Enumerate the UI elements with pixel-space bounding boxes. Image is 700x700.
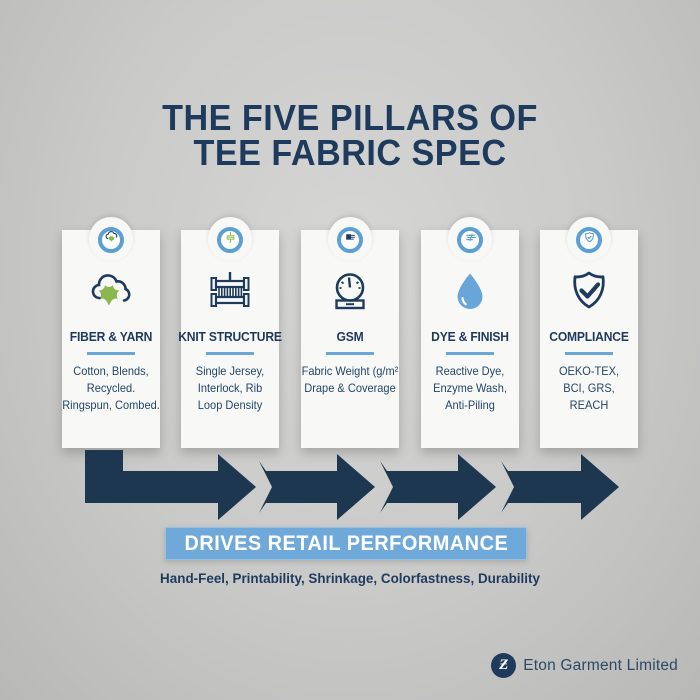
pillar-card-dye-finish: DYE & FINISH Reactive Dye, Enzyme Wash, …: [421, 217, 519, 448]
shield-check-mini-icon: [583, 231, 596, 249]
company-name: Eton Garment Limited: [523, 656, 678, 674]
card-title: COMPLIANCE: [549, 329, 629, 344]
benefits-subtitle: Hand-Feel, Printability, Shrinkage, Colo…: [160, 570, 540, 586]
card-description: OEKO-TEX, BCI, GRS, REACH: [558, 364, 620, 412]
title-underline: [206, 352, 254, 355]
title-underline: [446, 352, 494, 355]
badge-circle: [576, 227, 602, 253]
page-title-line2: TEE FABRIC SPEC: [193, 132, 507, 173]
pillar-card-fiber-yarn: FIBER & YARN Cotton, Blends, Recycled. R…: [62, 217, 160, 448]
badge-circle: [217, 227, 243, 253]
badge-circle: [337, 227, 363, 253]
card-description: Reactive Dye, Enzyme Wash, Anti-Piling: [433, 364, 507, 412]
weighing-scale-icon: [301, 268, 399, 316]
card-description: Cotton, Blends, Recycled. Ringspun, Comb…: [62, 364, 160, 412]
company-logo-icon: Ƶ: [491, 653, 517, 678]
card-title: FIBER & YARN: [69, 329, 153, 344]
card-title: DYE & FINISH: [431, 329, 509, 344]
page-title: THE FIVE PILLARS OF TEE FABRIC SPEC: [18, 97, 683, 173]
badge-circle: [98, 227, 124, 253]
cotton-boll-icon: [62, 268, 160, 316]
page-title-line1: THE FIVE PILLARS OF: [162, 97, 538, 138]
cotton-mini-icon: [105, 231, 118, 249]
card-title: GSM: [336, 329, 364, 344]
title-underline: [565, 352, 613, 355]
flow-arrows: [85, 450, 619, 520]
water-droplet-icon: [421, 268, 519, 316]
footer-brand: Ƶ Eton Garment Limited: [491, 653, 678, 678]
flow-arrow-1: [85, 450, 256, 520]
pillar-card-knit-structure: KNIT STRUCTURE Single Jersey, Interlock,…: [178, 217, 282, 448]
card-description: Fabric Weight (g/m² Drape & Coverage: [301, 364, 399, 395]
weight-tag-icon: [344, 231, 357, 249]
dye-lines-icon: [464, 231, 477, 249]
pillar-card-compliance: COMPLIANCE OEKO-TEX, BCI, GRS, REACH: [540, 217, 638, 448]
fabric-swatch-icon: [224, 231, 237, 249]
flow-arrow-2: [259, 454, 375, 520]
card-title: KNIT STRUCTURE: [178, 329, 282, 344]
flow-arrow-4: [501, 454, 619, 520]
badge-circle: [457, 227, 483, 253]
title-underline: [87, 352, 135, 355]
title-underline: [326, 352, 374, 355]
flow-arrow-3: [380, 454, 496, 520]
pillar-card-gsm: GSM Fabric Weight (g/m² Drape & Coverage: [301, 217, 399, 448]
retail-performance-banner: DRIVES RETAIL PERFORMANCE: [165, 527, 527, 560]
shield-check-icon: [540, 268, 638, 316]
knit-loom-icon: [181, 268, 279, 316]
banner-label: DRIVES RETAIL PERFORMANCE: [184, 531, 508, 555]
card-description: Single Jersey, Interlock, Rib Loop Densi…: [195, 364, 265, 412]
